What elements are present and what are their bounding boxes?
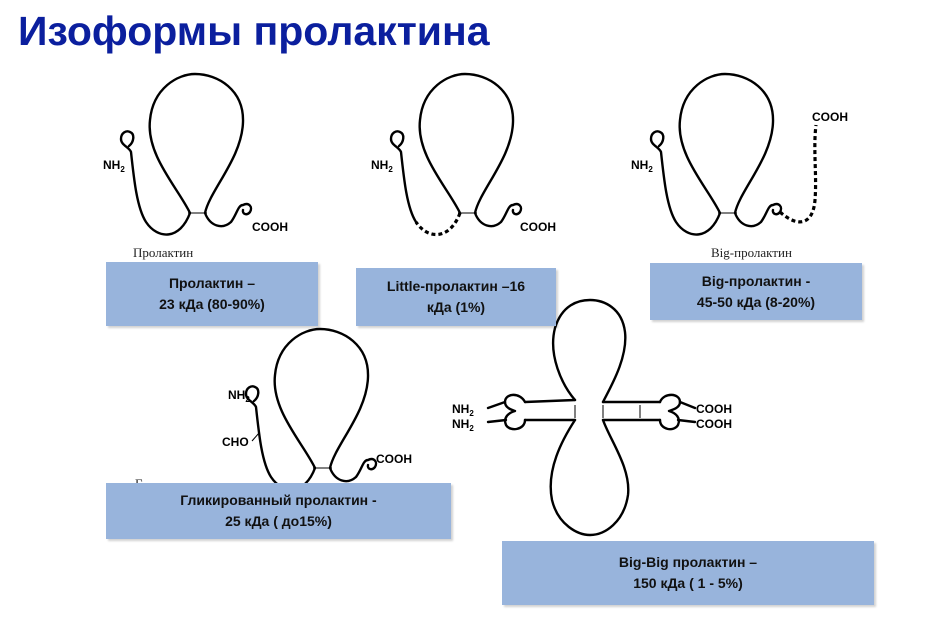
nh2-label-4: NH2 [228,388,250,404]
nh2-label-5a: NH2 [452,402,474,418]
big-prolactin-info-box: Big-пролактин - 45-50 кДа (8-20%) [650,263,862,320]
prolactin-caption: Пролактин [133,245,193,260]
cooh-label-5a: COOH [696,402,732,416]
cooh-label-1: COOH [252,220,288,234]
glycosylated-prolactin-info-box: Гликированный пролактин - 25 кДа ( до15%… [106,483,451,539]
nh2-label-3: NH2 [631,158,653,174]
nh2-label-1: NH2 [103,158,125,174]
prolactin-molecule [119,72,253,236]
page-title: Изоформы пролактина [18,8,490,54]
cooh-label-4: COOH [376,452,412,466]
cooh-label-2: COOH [520,220,556,234]
little-prolactin-molecule [389,72,523,237]
nh2-label-5b: NH2 [452,417,474,433]
little-prolactin-info-box: Little-пролактин –16 кДа (1%) [356,268,556,326]
cooh-label-5b: COOH [696,417,732,431]
cooh-label-3: COOH [812,110,848,124]
big-prolactin-molecule [649,72,818,236]
bigbig-prolactin-molecule [486,298,697,537]
nh2-label-2: NH2 [371,158,393,174]
glycosylated-prolactin-molecule [244,327,378,491]
prolactin-info-box: Пролактин – 23 кДа (80-90%) [106,262,318,326]
big-prolactin-caption: Big-пролактин [711,245,792,260]
bigbig-prolactin-info-box: Big-Big пролактин – 150 кДа ( 1 - 5%) [502,541,874,605]
cho-label: CHO [222,435,249,449]
